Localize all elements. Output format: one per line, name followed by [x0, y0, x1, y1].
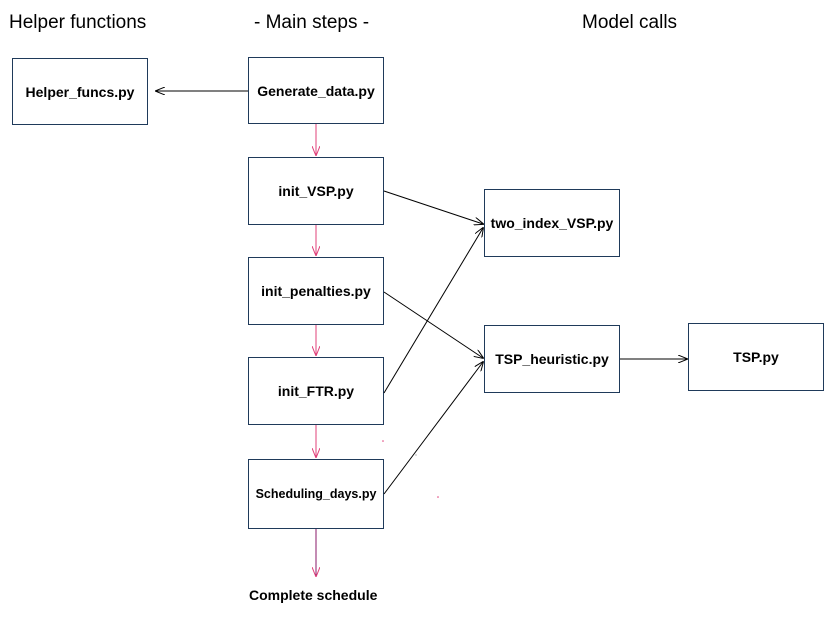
box-init-penalties: init_penalties.py	[248, 257, 384, 325]
box-scheduling-days-label: Scheduling_days.py	[255, 487, 377, 501]
box-two-index-vsp-label: two_index_VSP.py	[490, 215, 614, 231]
box-tsp-heuristic-label: TSP_heuristic.py	[495, 351, 609, 367]
box-init-vsp: init_VSP.py	[248, 157, 384, 225]
stray-dot	[382, 440, 384, 442]
box-helper-funcs-label: Helper_funcs.py	[25, 83, 135, 100]
arrow-init-vsp-to-two-index-vsp	[383, 190, 483, 224]
heading-helper-functions: Helper functions	[9, 12, 147, 33]
box-helper-funcs: Helper_funcs.py	[12, 58, 148, 125]
box-init-ftr-label: init_FTR.py	[277, 383, 355, 399]
box-init-penalties-label: init_penalties.py	[261, 283, 371, 299]
box-init-ftr: init_FTR.py	[248, 357, 384, 425]
arrow-scheduling-days-to-tsp-heuristic	[383, 362, 483, 495]
box-tsp-label: TSP.py	[733, 349, 779, 365]
box-init-vsp-label: init_VSP.py	[278, 183, 354, 199]
box-scheduling-days: Scheduling_days.py	[248, 459, 384, 529]
box-two-index-vsp: two_index_VSP.py	[484, 189, 620, 257]
heading-model-calls: Model calls	[582, 12, 678, 33]
box-tsp: TSP.py	[688, 323, 824, 391]
complete-schedule-label: Complete schedule	[249, 587, 378, 603]
arrow-init-penalties-to-tsp-heuristic	[383, 291, 483, 358]
heading-main-steps: - Main steps -	[254, 12, 370, 33]
arrow-init-ftr-to-two-index-vsp	[383, 228, 483, 394]
stray-dot	[415, 454, 417, 456]
box-generate-data-label: Generate_data.py	[257, 82, 375, 99]
box-tsp-heuristic: TSP_heuristic.py	[484, 325, 620, 393]
stray-dot	[437, 496, 439, 498]
box-generate-data: Generate_data.py	[248, 57, 384, 124]
